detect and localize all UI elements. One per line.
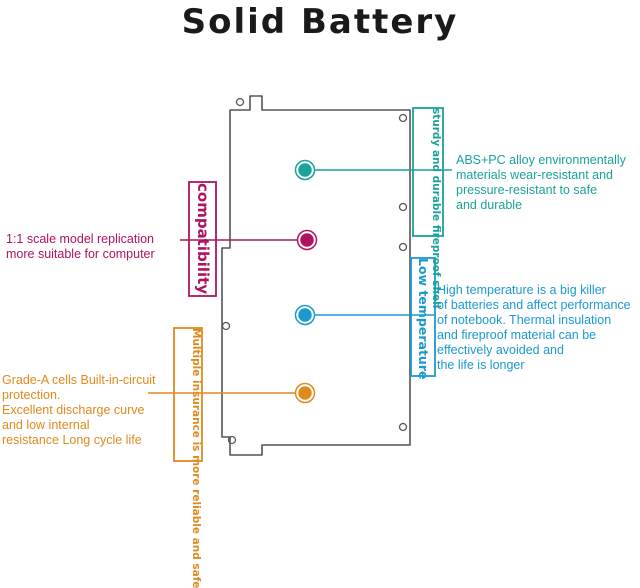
low-temp-marker — [295, 305, 315, 325]
mount-hole — [398, 422, 408, 432]
shell-marker — [295, 160, 315, 180]
insurance-marker-ring — [294, 382, 316, 404]
mount-hole — [398, 202, 408, 212]
insurance-description: Grade-A cells Built-in-circuit protectio… — [2, 373, 156, 447]
compatibility-marker — [297, 230, 317, 250]
mount-hole — [227, 435, 237, 445]
insurance-marker — [295, 383, 315, 403]
shell-label: sturdy and durable fireproof shell — [430, 108, 442, 309]
battery-diagram — [148, 95, 452, 462]
shell-label-box — [412, 107, 444, 237]
low-temp-marker-ring — [294, 304, 316, 326]
mount-hole — [398, 242, 408, 252]
low-temp-label: Low temperature — [416, 258, 431, 380]
shell-marker-ring — [294, 159, 316, 181]
compatibility-label-box — [188, 181, 217, 297]
mount-hole — [235, 97, 245, 107]
insurance-label: Multiple insurance is more reliable and … — [190, 328, 202, 588]
low-temp-description: High temperature is a big killer of batt… — [437, 283, 631, 372]
battery-outline — [221, 95, 411, 456]
mount-hole — [221, 321, 231, 331]
shell-description: ABS+PC alloy environmentally materials w… — [456, 153, 626, 212]
compatibility-marker-ring — [296, 229, 318, 251]
low-temp-label-box — [410, 257, 436, 377]
insurance-label-box — [173, 327, 203, 462]
mount-hole — [398, 113, 408, 123]
page-title: Solid Battery — [181, 2, 459, 42]
compatibility-label: compatibility — [194, 183, 212, 295]
compatibility-description: 1:1 scale model replication more suitabl… — [6, 232, 155, 261]
